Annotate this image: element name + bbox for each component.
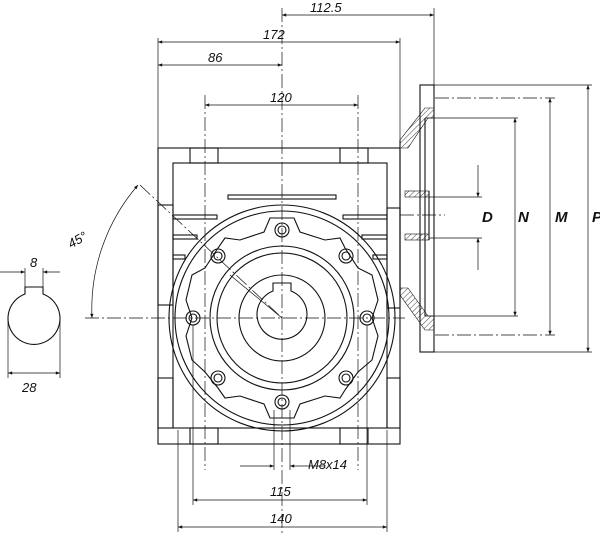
output-flange: [168, 204, 396, 432]
dim-shaft-28: 28: [21, 380, 37, 395]
label-p: P: [592, 209, 600, 226]
label-n: N: [518, 209, 530, 226]
dim-140: 140: [270, 511, 292, 526]
dim-86: 86: [208, 50, 223, 65]
shaft-section: [0, 268, 61, 378]
bolt-holes: [185, 222, 375, 505]
dim-172: 172: [263, 27, 285, 42]
centerlines: [85, 8, 555, 536]
gearbox-housing: [157, 147, 401, 445]
label-m: M: [555, 209, 568, 226]
dim-120: 120: [270, 90, 292, 105]
dim-115: 115: [270, 484, 291, 499]
dimension-lines: [90, 8, 592, 532]
label-d: D: [482, 209, 493, 226]
dim-112-5: 112.5: [310, 0, 342, 15]
dim-45-deg: 45°: [65, 228, 90, 251]
motor-flange: [399, 84, 435, 353]
thread-label: M8x14: [308, 457, 347, 472]
dim-key-8: 8: [30, 255, 38, 270]
